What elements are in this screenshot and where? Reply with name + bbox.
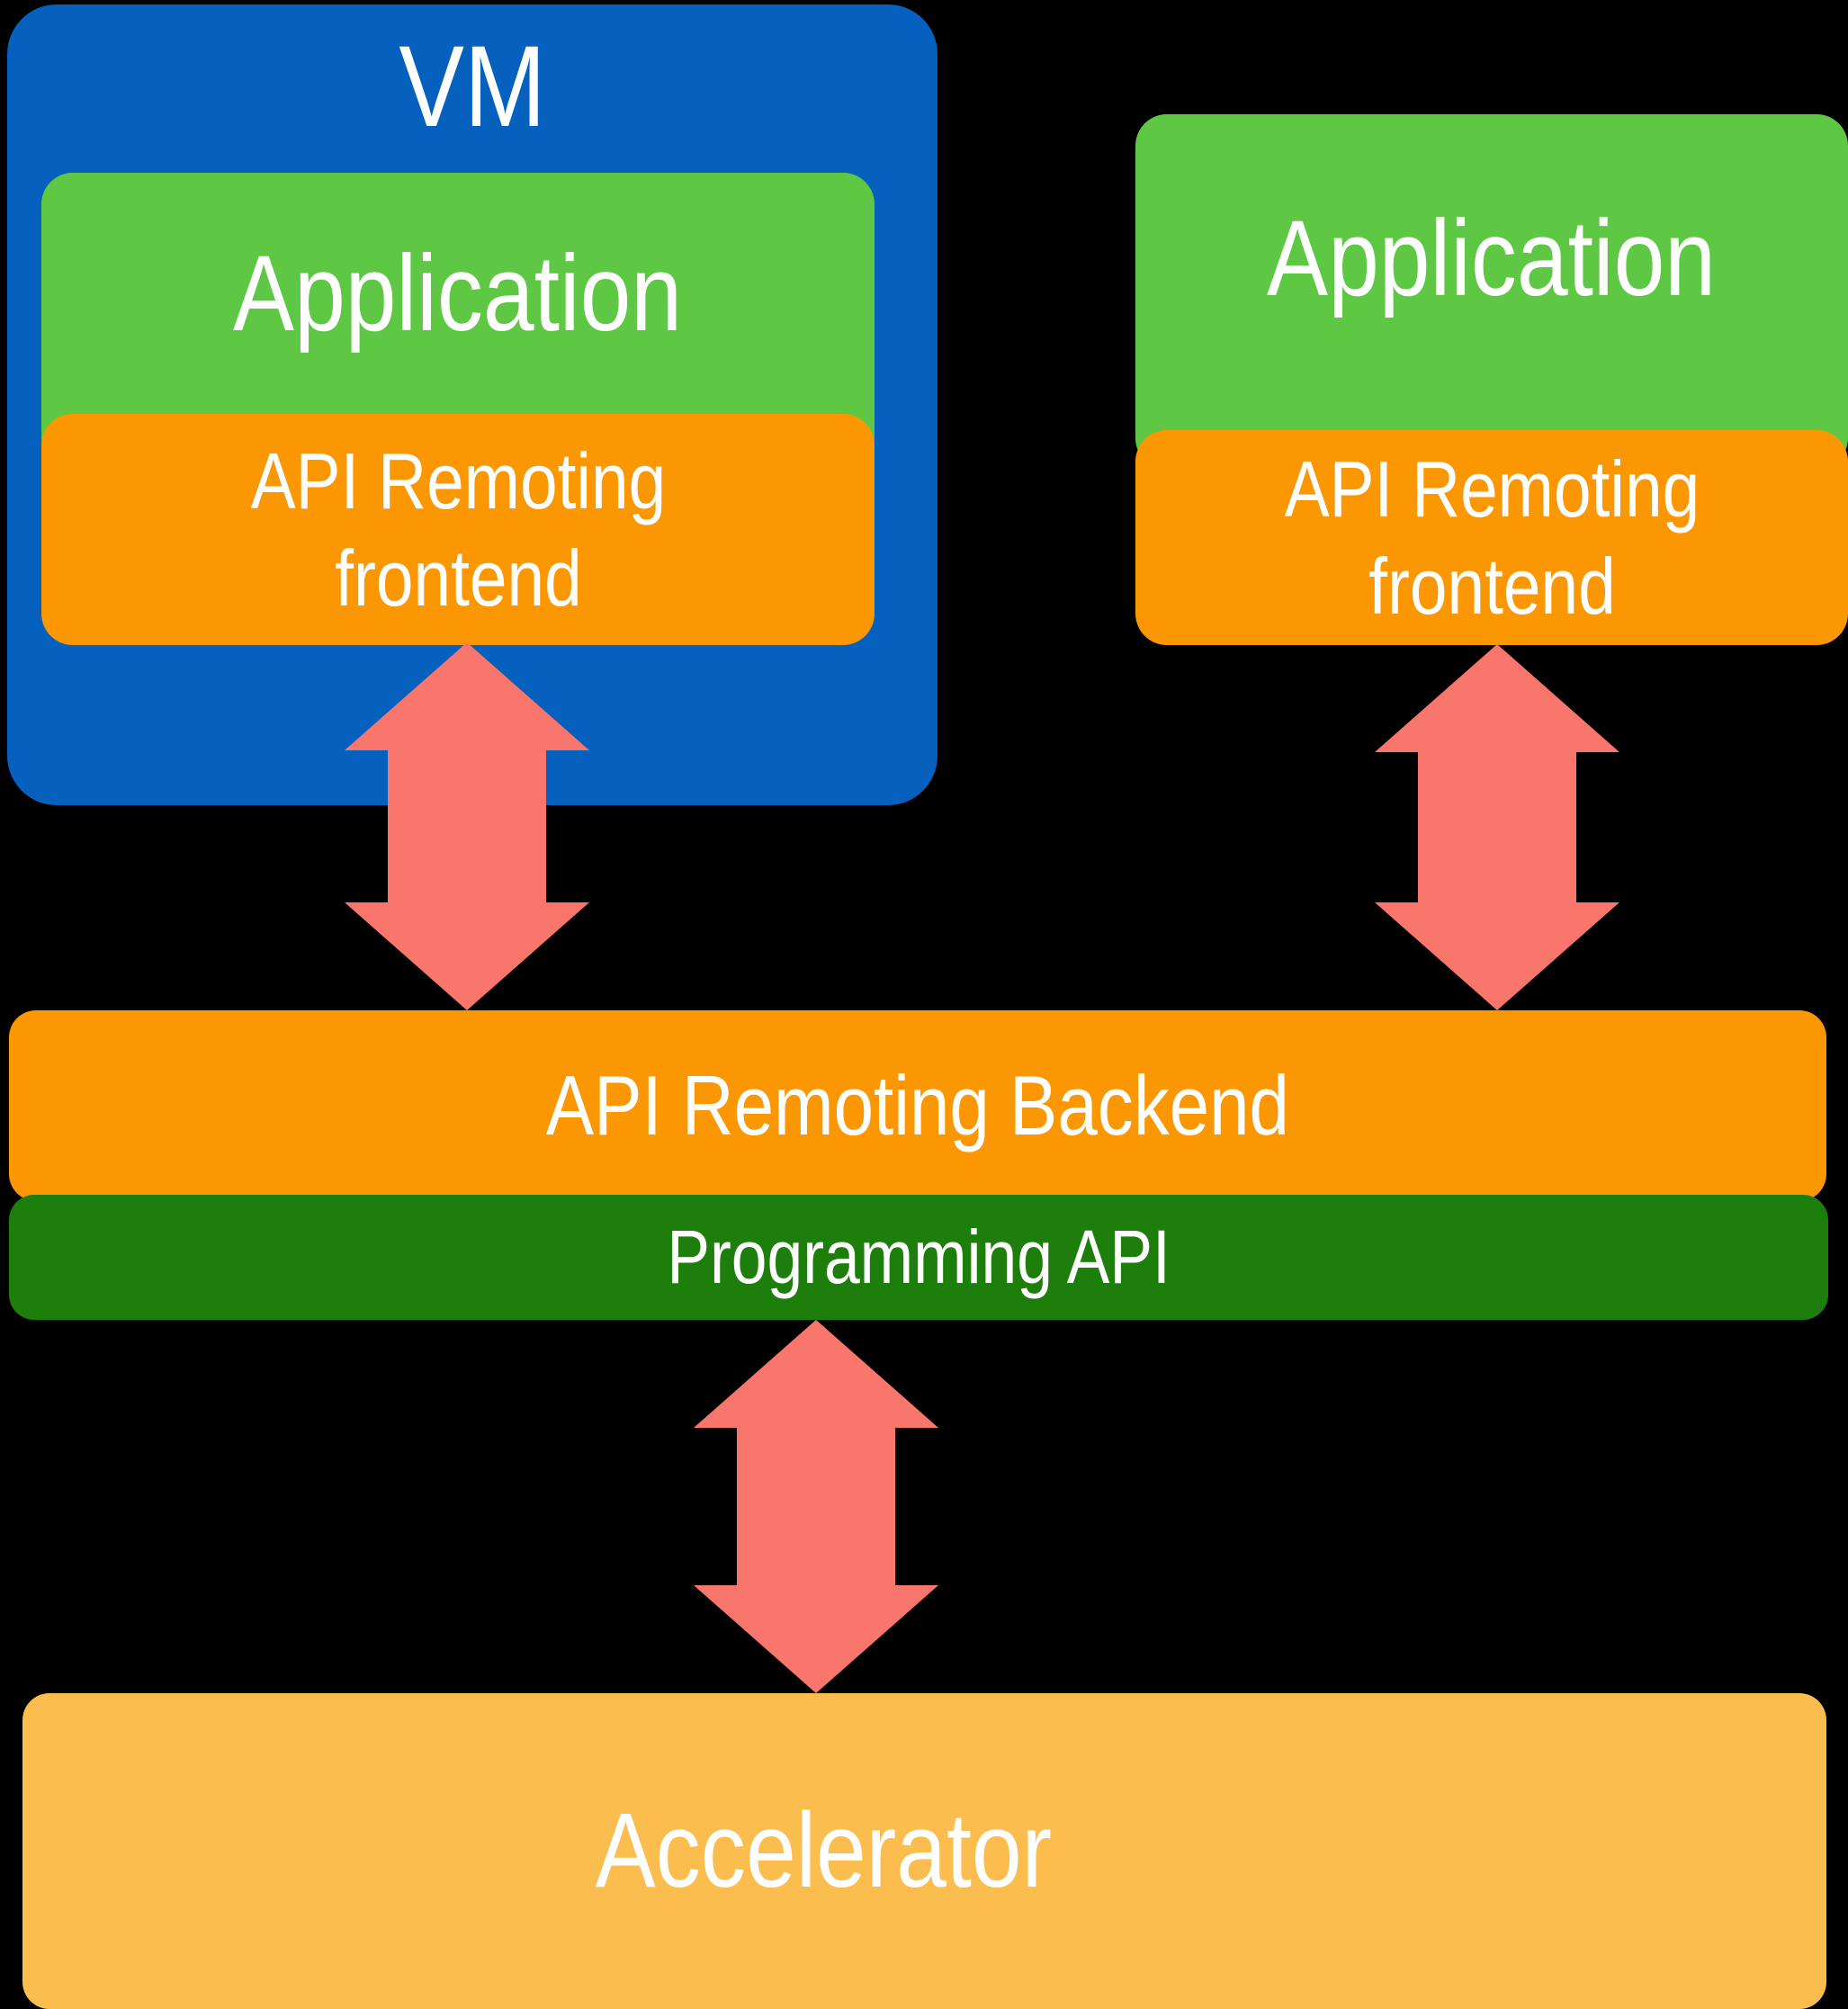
accelerator-label: Accelerator [595, 1790, 1053, 1910]
api-remoting-backend-bar: API Remoting Backend [9, 1010, 1826, 1201]
up-down-arrow-right-icon [1375, 644, 1619, 1010]
frontend-left-line1: API Remoting [250, 436, 666, 526]
api-remoting-frontend-box-left: API Remoting frontend [41, 414, 875, 645]
api-remoting-frontend-box-right: API Remoting frontend [1135, 430, 1848, 645]
up-down-arrow-center-icon [694, 1320, 938, 1693]
programming-api-label: Programming API [667, 1215, 1171, 1300]
application-label-right: Application [1267, 197, 1717, 318]
accelerator-bar: Accelerator [22, 1693, 1826, 2009]
api-remoting-backend-label: API Remoting Backend [545, 1057, 1290, 1152]
application-label-right-wrap: Application [1135, 114, 1848, 402]
application-label-left: Application [233, 232, 683, 354]
frontend-right-line1: API Remoting [1284, 444, 1700, 534]
api-remoting-frontend-label-right: API Remoting frontend [1284, 441, 1699, 634]
vm-label: VM [399, 22, 546, 152]
application-box-right [1135, 114, 1848, 470]
frontend-left-line2: frontend [334, 533, 582, 623]
programming-api-bar: Programming API [9, 1195, 1828, 1320]
application-label-left-wrap: Application [41, 173, 875, 414]
vm-title: VM [7, 4, 937, 171]
frontend-right-line2: frontend [1368, 541, 1616, 631]
up-down-arrow-left-icon [345, 642, 589, 1010]
api-remoting-frontend-label-left: API Remoting frontend [250, 433, 665, 626]
